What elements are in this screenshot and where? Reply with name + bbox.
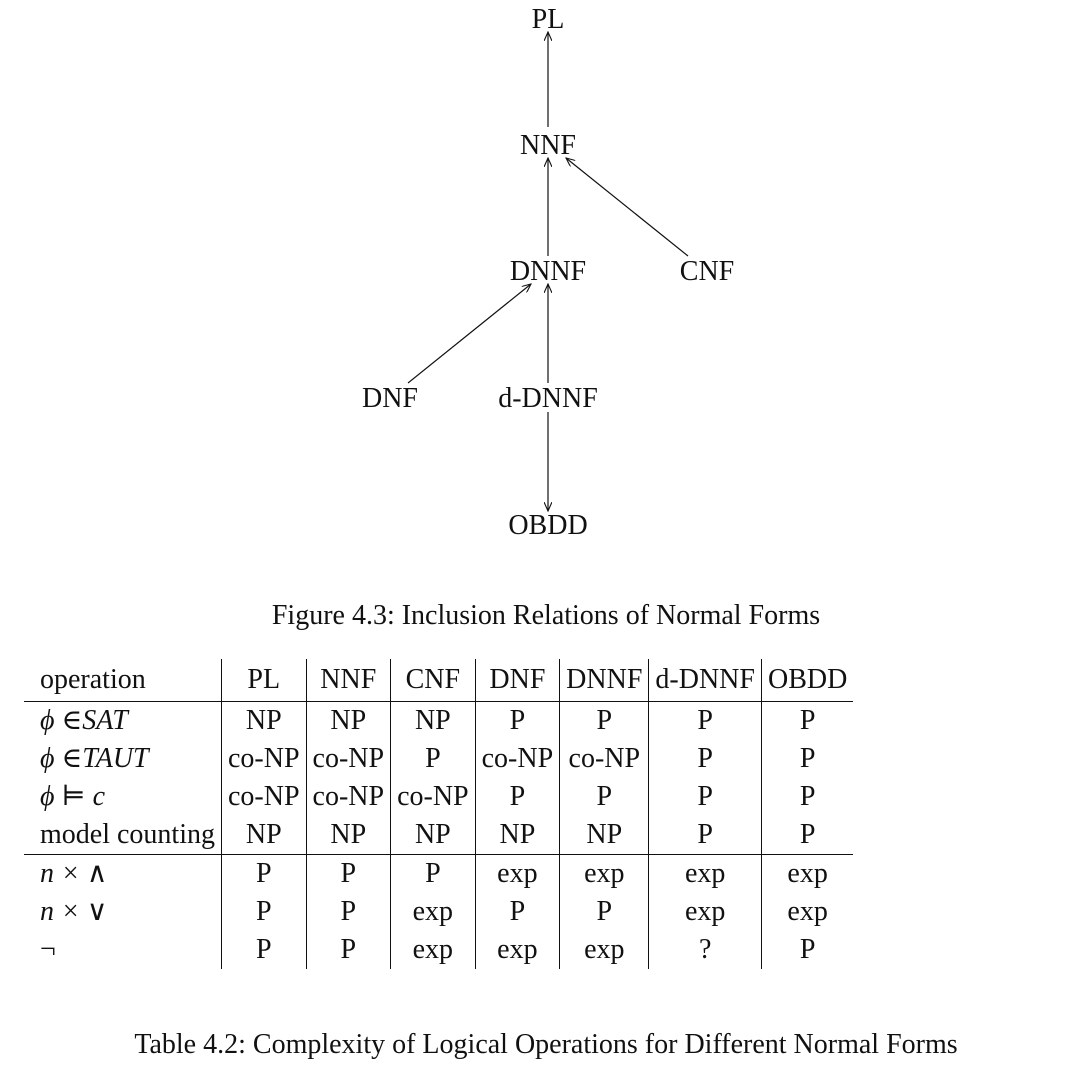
table-cell: P xyxy=(221,931,307,969)
edge-cnf-to-nnf xyxy=(566,158,689,257)
table-cell: P xyxy=(648,816,762,855)
operation-cell: ¬ xyxy=(24,931,222,969)
table-cell: NP xyxy=(221,816,307,855)
table-cell: P xyxy=(799,934,816,965)
table-cell: P xyxy=(648,740,762,778)
table-cell: P xyxy=(306,931,392,969)
header-operation: operation xyxy=(24,659,222,702)
operation-cell: model counting xyxy=(24,816,222,855)
operation-cell: ϕ ∈TAUT xyxy=(24,740,222,778)
table-cell: P xyxy=(390,854,476,893)
table-cell: co-NP xyxy=(475,740,561,778)
table-cell: P xyxy=(306,854,392,893)
header-obdd: OBDD xyxy=(767,664,848,695)
table-cell: P xyxy=(799,743,816,774)
table-cell: NP xyxy=(390,816,476,855)
table-row: ¬ P P exp exp exp ? P xyxy=(24,931,853,969)
table-header-row: operation PL NNF CNF DNF DNNF d-DNNF OBD… xyxy=(24,659,854,702)
table-cell: co-NP xyxy=(306,740,392,778)
header-nnf: NNF xyxy=(306,659,392,702)
table-cell: exp xyxy=(559,854,650,893)
operation-cell: ϕ ⊨ c xyxy=(24,778,222,816)
figure-caption: Figure 4.3: Inclusion Relations of Norma… xyxy=(271,600,821,631)
header-d-dnnf: d-DNNF xyxy=(648,659,762,702)
node-cnf: CNF xyxy=(680,256,734,287)
table-cell: co-NP xyxy=(221,778,307,816)
table-cell: P xyxy=(221,893,307,931)
table-row: ϕ ⊨ c co-NP co-NP co-NP P P P P xyxy=(24,778,853,816)
table-cell: exp xyxy=(475,854,561,893)
header-cnf: CNF xyxy=(390,659,476,702)
table-cell: exp xyxy=(390,931,476,969)
table-cell: NP xyxy=(306,701,392,740)
node-dnnf: DNNF xyxy=(510,256,586,287)
table-row: n × ∧ P P P exp exp exp exp xyxy=(24,854,853,893)
node-d-dnnf: d-DNNF xyxy=(498,383,598,414)
header-dnf: DNF xyxy=(475,659,561,702)
table-cell: P xyxy=(799,705,816,736)
table-cell: co-NP xyxy=(390,778,476,816)
node-nnf: NNF xyxy=(520,130,576,161)
node-dnf: DNF xyxy=(362,383,418,414)
table-cell: co-NP xyxy=(559,740,650,778)
table-caption: Table 4.2: Complexity of Logical Operati… xyxy=(134,1029,958,1060)
table-cell: NP xyxy=(221,701,307,740)
table-cell: P xyxy=(648,701,762,740)
edge-dnf-to-dnnf xyxy=(407,284,531,384)
table-cell: P xyxy=(799,819,816,850)
table-cell: P xyxy=(799,781,816,812)
table-cell: P xyxy=(559,893,650,931)
header-pl: PL xyxy=(221,659,307,702)
table-cell: NP xyxy=(475,816,561,855)
operation-cell: n × ∨ xyxy=(24,893,222,931)
table-cell: exp xyxy=(390,893,476,931)
inclusion-diagram: PL NNF DNNF CNF DNF d-DNNF OBDD xyxy=(362,4,734,541)
table-cell: P xyxy=(221,854,307,893)
table-cell: exp xyxy=(648,854,762,893)
table-cell: co-NP xyxy=(306,778,392,816)
header-dnnf: DNNF xyxy=(559,659,650,702)
table-cell: P xyxy=(306,893,392,931)
operation-cell: ϕ ∈SAT xyxy=(24,701,222,740)
table-cell: exp xyxy=(559,931,650,969)
table-cell: co-NP xyxy=(221,740,307,778)
table-cell: NP xyxy=(559,816,650,855)
table-cell: exp xyxy=(787,896,828,927)
table-row: ϕ ∈SAT NP NP NP P P P P xyxy=(24,701,853,740)
node-obdd: OBDD xyxy=(508,510,587,541)
table-cell: NP xyxy=(306,816,392,855)
table-row: model counting NP NP NP NP NP P P xyxy=(24,816,854,855)
table-row: ϕ ∈TAUT co-NP co-NP P co-NP co-NP P P xyxy=(24,740,853,778)
table-cell: NP xyxy=(390,701,476,740)
table-row: n × ∨ P P exp P P exp exp xyxy=(24,893,853,931)
table-cell: exp xyxy=(475,931,561,969)
table-cell: P xyxy=(648,778,762,816)
complexity-table: operation PL NNF CNF DNF DNNF d-DNNF OBD… xyxy=(24,659,854,969)
table-cell: P xyxy=(390,740,476,778)
table-cell: exp xyxy=(787,858,828,889)
table-cell: ? xyxy=(648,931,762,969)
table-cell: P xyxy=(559,701,650,740)
table-cell: P xyxy=(475,778,561,816)
table-cell: P xyxy=(475,701,561,740)
table-cell: exp xyxy=(648,893,762,931)
operation-cell: n × ∧ xyxy=(24,854,222,893)
table-cell: P xyxy=(475,893,561,931)
table-cell: P xyxy=(559,778,650,816)
node-pl: PL xyxy=(532,4,565,35)
